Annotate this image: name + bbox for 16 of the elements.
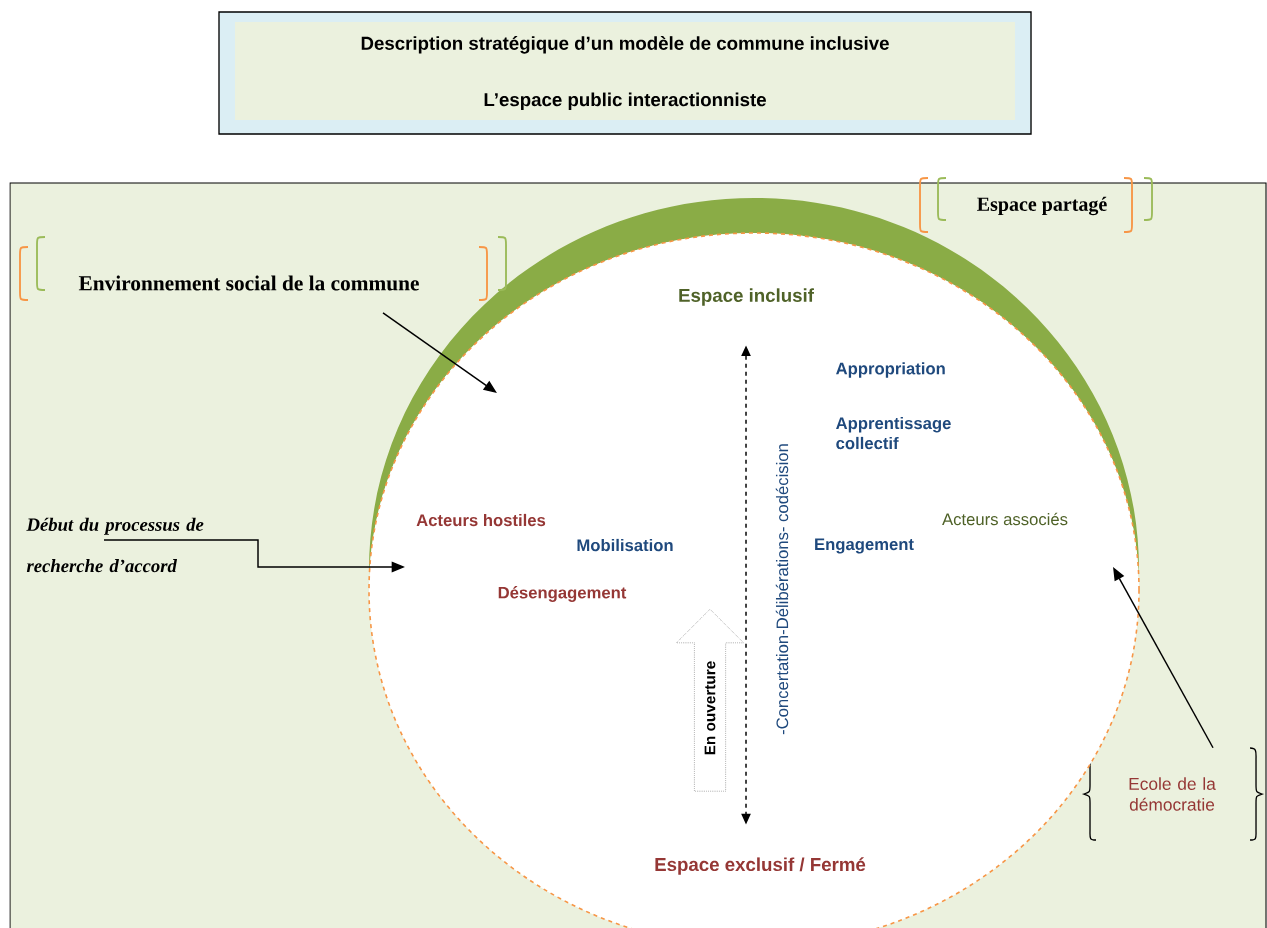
concept-label: Mobilisation bbox=[577, 538, 673, 552]
concept-label: Appropriation bbox=[836, 362, 945, 378]
pole-label: Espace inclusif bbox=[679, 288, 814, 306]
annotation-text: Début du processus de recherche d’accord bbox=[26, 517, 204, 573]
title-box: Description stratégique d’un modèle de commune inclusive L’espace public interactionniste bbox=[218, 11, 1032, 135]
annotation-text: Environnement social de la commune bbox=[78, 275, 419, 291]
axis-label: -Concertation-Délibérations- codécision bbox=[774, 441, 790, 737]
concept-label: Engagement bbox=[815, 538, 914, 554]
braced-label: Ecole de la démocratie bbox=[1129, 777, 1216, 811]
leader-line bbox=[382, 312, 497, 393]
pole-label: Espace exclusif / Fermé bbox=[655, 857, 866, 875]
concept-label: Apprentissage collectif bbox=[836, 416, 951, 450]
concept-label: Acteurs hostiles bbox=[416, 513, 546, 527]
concept-label: Acteurs associés bbox=[942, 512, 1068, 526]
annotation-text: Espace partagé bbox=[977, 196, 1107, 216]
concept-label: Désengagement bbox=[498, 586, 627, 602]
